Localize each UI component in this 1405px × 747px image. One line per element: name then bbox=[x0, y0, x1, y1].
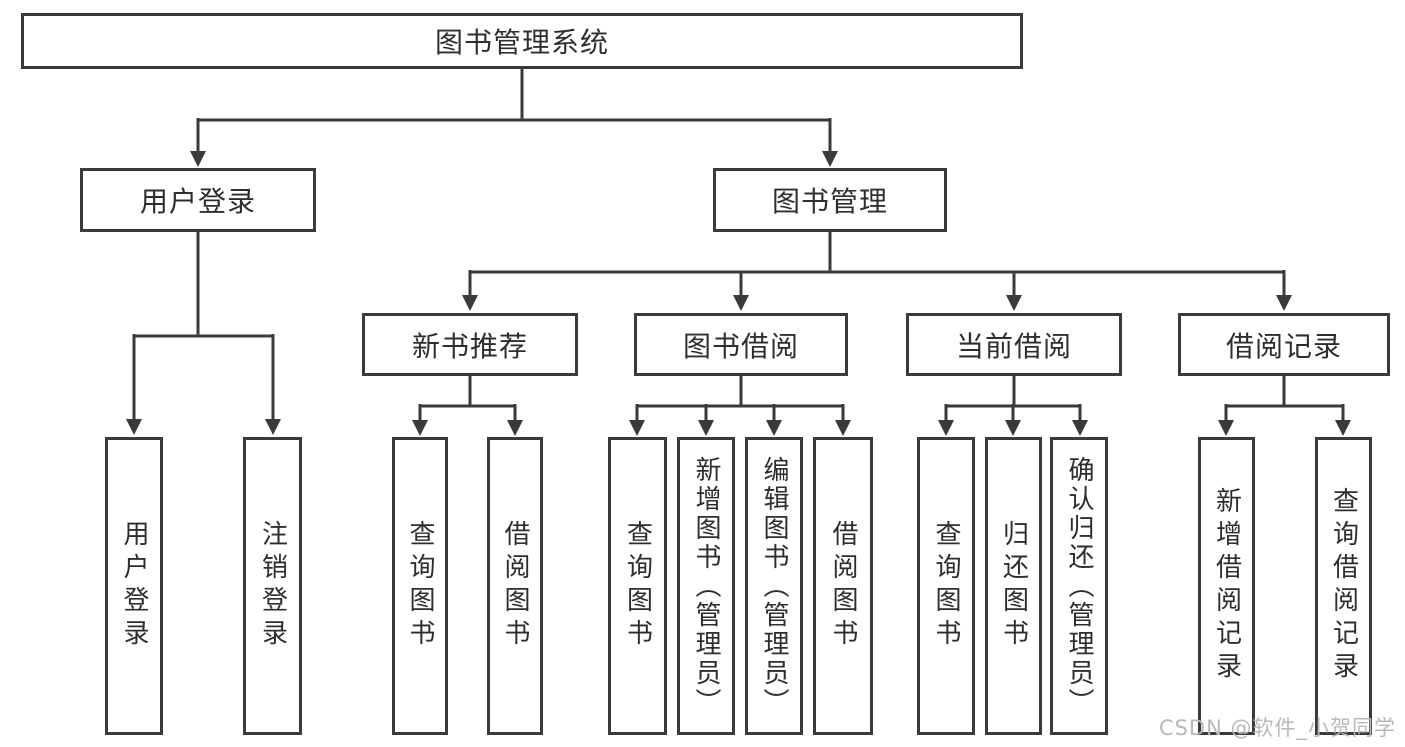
leaf-query-books-recommend: 查询图书 bbox=[392, 437, 448, 735]
node-label: 借阅图书 bbox=[828, 520, 858, 652]
leaf-edit-book-admin: 编辑图书（管理员） bbox=[745, 437, 803, 735]
node-label: 查询图书 bbox=[622, 520, 653, 652]
node-label: 用户登录 bbox=[139, 185, 256, 218]
node-label: 新增借阅记录 bbox=[1211, 487, 1242, 685]
node-label: 注销登录 bbox=[257, 520, 288, 652]
node-label: 当前借阅 bbox=[955, 329, 1072, 363]
node-user-login: 用户登录 bbox=[80, 168, 316, 232]
node-label: 查询图书 bbox=[405, 520, 435, 652]
node-label: 图书管理系统 bbox=[434, 26, 609, 59]
leaf-confirm-return-admin: 确认归还（管理员） bbox=[1050, 437, 1108, 735]
node-label: 图书借阅 bbox=[682, 329, 799, 363]
leaf-borrow-books-recommend: 借阅图书 bbox=[487, 437, 543, 735]
node-current-borrowing: 当前借阅 bbox=[906, 313, 1122, 376]
node-label: 借阅记录 bbox=[1225, 329, 1342, 363]
node-book-borrowing: 图书借阅 bbox=[634, 313, 848, 376]
node-label: 借阅图书 bbox=[500, 520, 530, 652]
leaf-query-borrow-record: 查询借阅记录 bbox=[1315, 437, 1372, 735]
leaf-user-login: 用户登录 bbox=[105, 437, 163, 735]
leaf-logout: 注销登录 bbox=[243, 437, 302, 735]
node-label: 新增图书（管理员） bbox=[691, 455, 721, 717]
node-label: 用户登录 bbox=[119, 520, 149, 652]
leaf-add-borrow-record: 新增借阅记录 bbox=[1198, 437, 1255, 735]
watermark-text: CSDN @软件_小贺同学 bbox=[1158, 716, 1396, 740]
node-root: 图书管理系统 bbox=[21, 13, 1023, 69]
leaf-query-books-current: 查询图书 bbox=[917, 437, 975, 735]
leaf-return-book: 归还图书 bbox=[985, 437, 1042, 735]
node-label: 图书管理 bbox=[771, 185, 888, 218]
node-new-book-recommend: 新书推荐 bbox=[362, 313, 578, 376]
node-label: 查询借阅记录 bbox=[1328, 487, 1359, 685]
leaf-borrow-books-borrowing: 借阅图书 bbox=[813, 437, 873, 735]
node-borrow-records: 借阅记录 bbox=[1178, 313, 1390, 376]
node-label: 新书推荐 bbox=[411, 329, 528, 363]
node-label: 查询图书 bbox=[931, 520, 961, 652]
leaf-add-book-admin: 新增图书（管理员） bbox=[677, 437, 735, 735]
node-book-management: 图书管理 bbox=[713, 168, 947, 232]
leaf-query-books-borrowing: 查询图书 bbox=[608, 437, 667, 735]
node-label: 编辑图书（管理员） bbox=[759, 455, 789, 717]
node-label: 归还图书 bbox=[998, 520, 1029, 652]
node-label: 确认归还（管理员） bbox=[1064, 455, 1094, 717]
